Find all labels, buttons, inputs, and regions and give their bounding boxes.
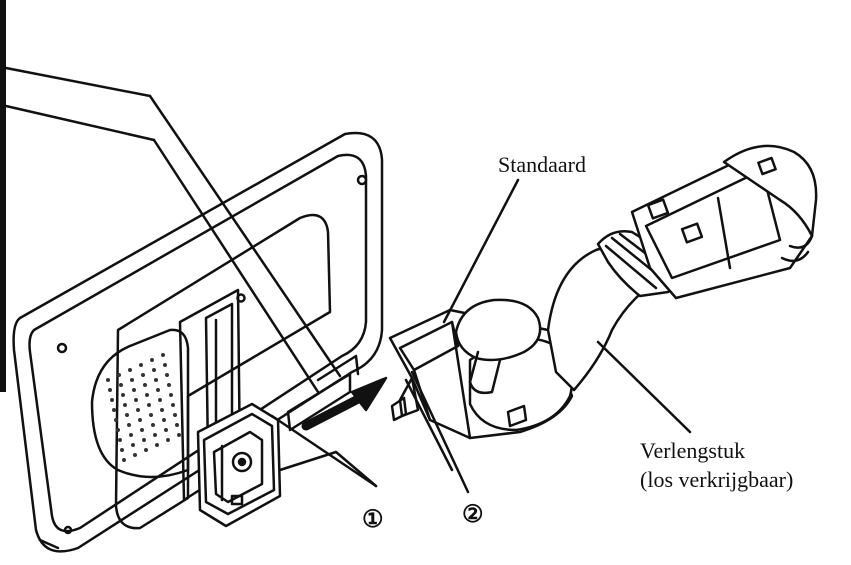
- push-arrow-icon: [301, 376, 388, 431]
- speaker-dot: [169, 393, 173, 397]
- speaker-dot: [142, 438, 146, 442]
- speaker-dot: [122, 458, 126, 462]
- speaker-dot: [177, 433, 181, 437]
- extension-arm-icon: [546, 144, 818, 392]
- speaker-dot: [171, 403, 175, 407]
- speaker-dot: [144, 448, 148, 452]
- speaker-dot: [125, 413, 129, 417]
- speaker-dot: [151, 423, 155, 427]
- speaker-dot: [165, 373, 169, 377]
- speaker-dot: [106, 378, 110, 382]
- speaker-dot: [119, 383, 123, 387]
- speaker-dot: [147, 403, 151, 407]
- speaker-dot: [131, 443, 135, 447]
- mounting-plate-icon: [196, 402, 282, 528]
- speaker-dot: [114, 418, 118, 422]
- speaker-dot: [129, 433, 133, 437]
- speaker-dot: [150, 358, 154, 362]
- speaker-dot: [136, 408, 140, 412]
- speaker-dot: [117, 373, 121, 377]
- speaker-dot: [153, 433, 157, 437]
- speaker-grille: [106, 353, 181, 462]
- speaker-dot: [112, 408, 116, 412]
- navigation-device-icon: [12, 131, 384, 553]
- speaker-dot: [175, 423, 179, 427]
- speaker-dot: [140, 428, 144, 432]
- speaker-dot: [118, 438, 122, 442]
- speaker-dot: [110, 398, 114, 402]
- speaker-dot: [132, 388, 136, 392]
- speaker-dot: [138, 418, 142, 422]
- callout-one: ①: [362, 507, 384, 533]
- speaker-dot: [162, 418, 166, 422]
- speaker-dot: [123, 403, 127, 407]
- speaker-dot: [167, 383, 171, 387]
- speaker-dot: [141, 373, 145, 377]
- speaker-dot: [139, 363, 143, 367]
- speaker-dot: [143, 383, 147, 387]
- speaker-dot: [161, 353, 165, 357]
- stand-mount-icon: [388, 298, 574, 440]
- speaker-dot: [173, 413, 177, 417]
- speaker-dot: [121, 393, 125, 397]
- speaker-dot: [149, 413, 153, 417]
- extension-label-line1: Verlengstuk: [640, 438, 745, 463]
- callout-two: ②: [462, 502, 484, 528]
- speaker-dot: [154, 378, 158, 382]
- speaker-dot: [128, 368, 132, 372]
- leader-lines: [4, 66, 692, 494]
- speaker-dot: [163, 363, 167, 367]
- speaker-dot: [156, 388, 160, 392]
- speaker-dot: [155, 443, 159, 447]
- speaker-dot: [166, 438, 170, 442]
- speaker-dot: [133, 453, 137, 457]
- speaker-dot: [116, 428, 120, 432]
- speaker-dot: [160, 408, 164, 412]
- speaker-dot: [120, 448, 124, 452]
- speaker-dot: [152, 368, 156, 372]
- stand-label: Standaard: [498, 152, 586, 177]
- speaker-dot: [134, 398, 138, 402]
- speaker-dot: [130, 378, 134, 382]
- speaker-dot: [108, 388, 112, 392]
- extension-label-line2: (los verkrijgbaar): [640, 467, 793, 492]
- left-edge-bar: [0, 0, 6, 392]
- speaker-dot: [164, 428, 168, 432]
- speaker-dot: [127, 423, 131, 427]
- speaker-dot: [158, 398, 162, 402]
- speaker-dot: [145, 393, 149, 397]
